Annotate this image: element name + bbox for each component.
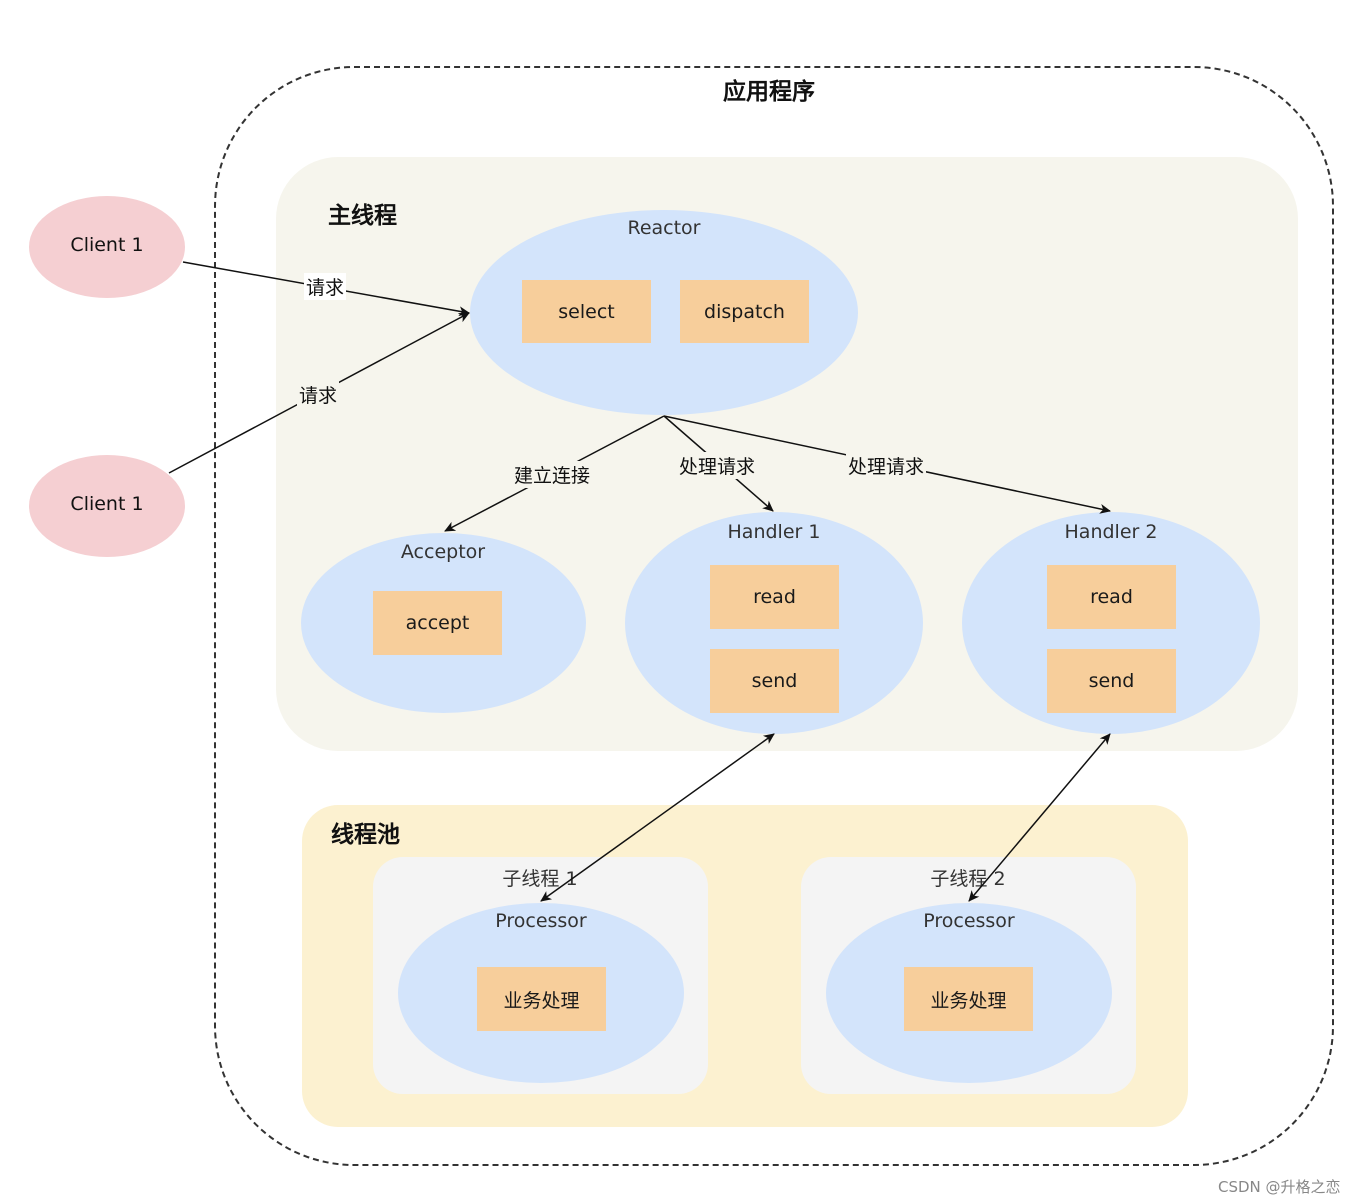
client-label-bottom: Client 1 bbox=[70, 493, 144, 515]
handler-1-send-box: send bbox=[710, 649, 839, 713]
edge-handler-2-to-worker-2 bbox=[968, 733, 1111, 902]
reactor-label: Reactor bbox=[627, 217, 701, 239]
client-label-top: Client 1 bbox=[70, 234, 144, 256]
edge-label-request-bottom: 请求 bbox=[297, 381, 340, 408]
main-thread-title: 主线程 bbox=[328, 203, 397, 229]
dispatch-box: dispatch bbox=[680, 280, 809, 343]
client-node-top bbox=[29, 196, 185, 298]
thread-pool-title: 线程池 bbox=[331, 822, 400, 848]
edge-handler-1-to-worker-1 bbox=[540, 733, 775, 902]
edge-label-handle-request-1: 处理请求 bbox=[677, 452, 758, 479]
handler-1-read-box: read bbox=[710, 565, 839, 629]
edge-label-handle-request-2: 处理请求 bbox=[846, 452, 927, 479]
client-node-bottom bbox=[29, 455, 185, 557]
accept-box: accept bbox=[373, 591, 502, 655]
handler-2-label: Handler 2 bbox=[1064, 521, 1158, 543]
worker-2-processor-label: Processor bbox=[923, 910, 1015, 932]
acceptor-label: Acceptor bbox=[400, 541, 486, 563]
worker-1-processor-label: Processor bbox=[495, 910, 587, 932]
worker-2-task-box: 业务处理 bbox=[904, 967, 1033, 1031]
handler-1-label: Handler 1 bbox=[727, 521, 821, 543]
worker-1-task-box: 业务处理 bbox=[477, 967, 606, 1031]
watermark: CSDN @升格之恋 bbox=[1218, 1178, 1341, 1196]
application-title: 应用程序 bbox=[723, 79, 815, 105]
handler-2-read-box: read bbox=[1047, 565, 1176, 629]
select-box: select bbox=[522, 280, 651, 343]
handler-2-send-box: send bbox=[1047, 649, 1176, 713]
application-frame bbox=[214, 66, 1334, 1166]
edge-label-request-top: 请求 bbox=[304, 273, 347, 300]
edge-label-establish-connection: 建立连接 bbox=[512, 461, 593, 488]
